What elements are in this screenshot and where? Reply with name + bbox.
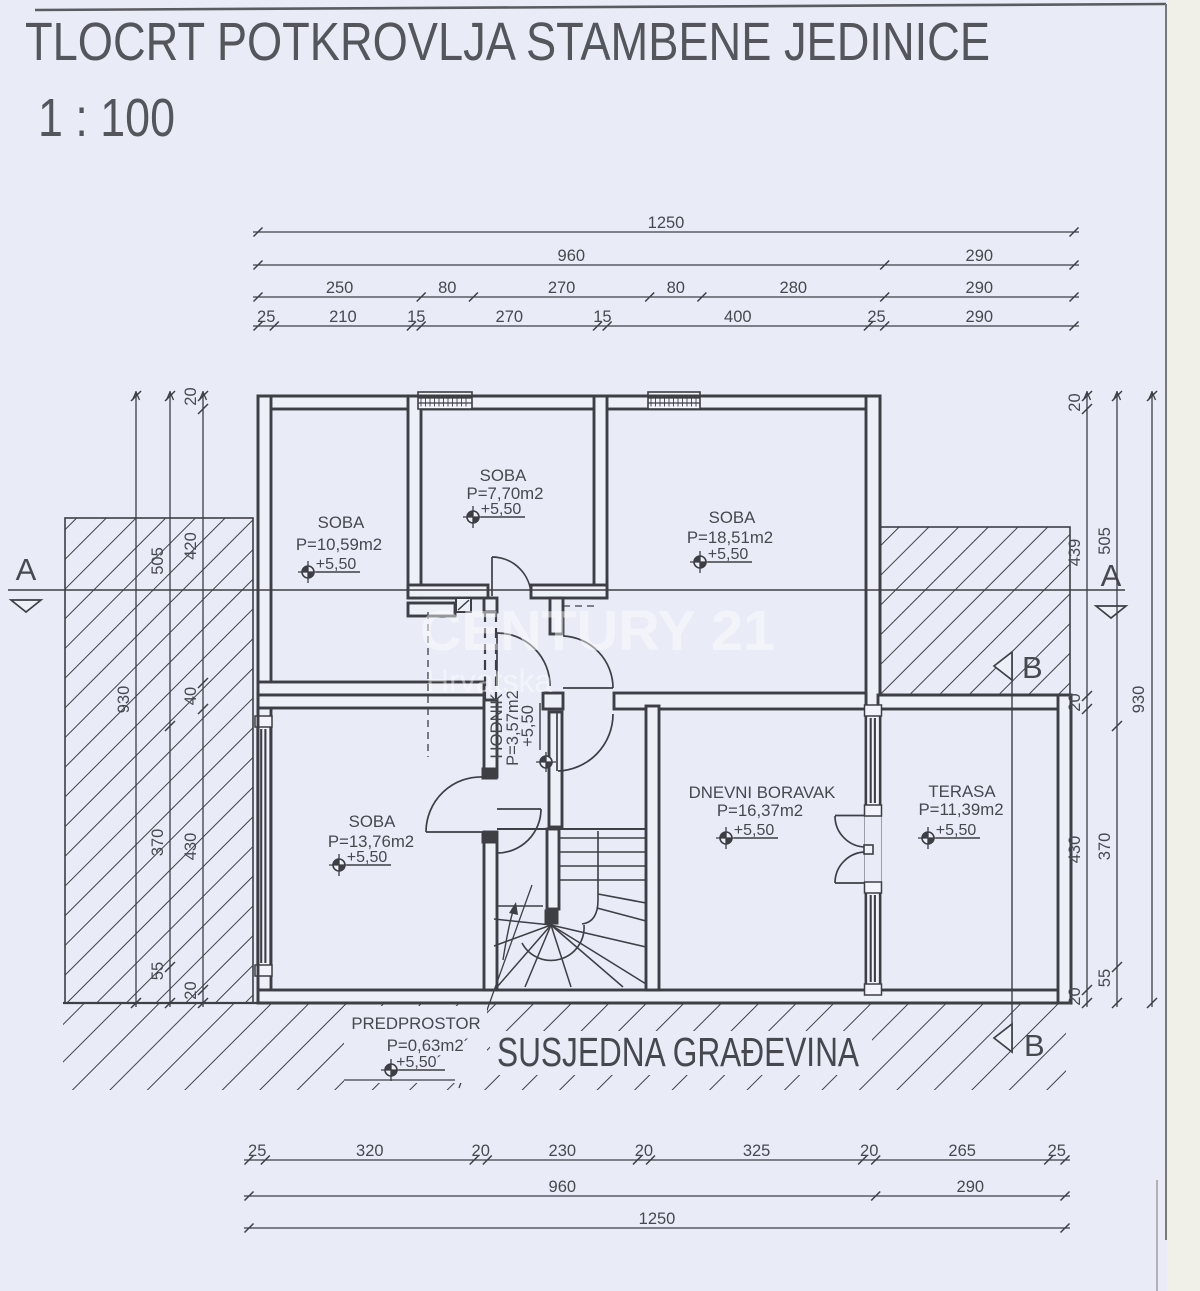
svg-text:DNEVNI BORAVAK: DNEVNI BORAVAK xyxy=(689,783,836,802)
svg-text:+5,50: +5,50 xyxy=(708,546,749,563)
svg-text:290: 290 xyxy=(966,308,994,326)
svg-text:439: 439 xyxy=(1066,539,1084,567)
svg-text:230: 230 xyxy=(549,1142,577,1160)
svg-text:55: 55 xyxy=(1096,969,1114,987)
svg-text:15: 15 xyxy=(593,308,611,326)
svg-text:930: 930 xyxy=(115,686,133,714)
svg-text:+5,50: +5,50 xyxy=(316,556,357,573)
svg-text:370: 370 xyxy=(149,829,167,857)
svg-text:TLOCRT POTKROVLJA STAMBENE JED: TLOCRT POTKROVLJA STAMBENE JEDINICE xyxy=(25,12,990,72)
svg-text:20: 20 xyxy=(860,1142,878,1160)
svg-text:505: 505 xyxy=(149,547,167,575)
svg-text:270: 270 xyxy=(548,279,576,297)
svg-text:290: 290 xyxy=(957,1178,985,1196)
svg-text:25: 25 xyxy=(248,1142,266,1160)
svg-text:80: 80 xyxy=(667,279,685,297)
svg-text:290: 290 xyxy=(966,279,994,297)
svg-text:P=18,51m2: P=18,51m2 xyxy=(687,528,773,547)
svg-text:25: 25 xyxy=(257,308,275,326)
svg-text:TERASA: TERASA xyxy=(928,782,996,801)
svg-text:P=10,59m2: P=10,59m2 xyxy=(296,535,382,554)
svg-text:320: 320 xyxy=(356,1142,384,1160)
svg-text:430: 430 xyxy=(182,833,200,861)
svg-text:960: 960 xyxy=(558,247,586,265)
svg-text:15: 15 xyxy=(407,308,425,326)
svg-text:20: 20 xyxy=(472,1142,490,1160)
svg-text:1250: 1250 xyxy=(639,1210,676,1228)
svg-text:20: 20 xyxy=(635,1142,653,1160)
svg-text:270: 270 xyxy=(496,308,524,326)
svg-text:1 : 100: 1 : 100 xyxy=(38,88,175,148)
svg-text:SOBA: SOBA xyxy=(318,513,365,532)
svg-text:+5,50: +5,50 xyxy=(481,501,522,518)
svg-text:20: 20 xyxy=(1066,987,1084,1005)
svg-text:CENTURY 21: CENTURY 21 xyxy=(420,599,775,663)
svg-text:250: 250 xyxy=(326,279,354,297)
svg-text:P=16,37m2: P=16,37m2 xyxy=(717,801,803,820)
svg-text:280: 280 xyxy=(780,279,808,297)
svg-text:P=13,76m2: P=13,76m2 xyxy=(328,832,414,851)
svg-text:430: 430 xyxy=(1066,836,1084,864)
svg-text:25: 25 xyxy=(867,308,885,326)
svg-text:325: 325 xyxy=(743,1142,771,1160)
svg-text:B: B xyxy=(1024,1028,1045,1063)
svg-text:40: 40 xyxy=(182,687,200,705)
svg-text:+5,50: +5,50 xyxy=(347,849,388,866)
svg-text:P=7,70m2: P=7,70m2 xyxy=(467,484,544,503)
svg-text:960: 960 xyxy=(549,1178,577,1196)
svg-text:A: A xyxy=(1101,558,1122,593)
svg-text:SOBA: SOBA xyxy=(709,508,756,527)
svg-text:+5,50: +5,50 xyxy=(519,705,537,747)
svg-text:A: A xyxy=(16,552,37,587)
svg-text:HODNIK: HODNIK xyxy=(487,693,506,758)
svg-text:20: 20 xyxy=(1066,393,1084,411)
svg-text:Hrvatska: Hrvatska xyxy=(426,663,552,699)
svg-text:20: 20 xyxy=(182,981,200,999)
svg-text:370: 370 xyxy=(1096,833,1114,861)
svg-text:420: 420 xyxy=(182,532,200,560)
svg-text:PREDPROSTOR: PREDPROSTOR xyxy=(351,1014,480,1033)
svg-text:55: 55 xyxy=(149,962,167,980)
svg-text:B: B xyxy=(1022,650,1043,685)
svg-text:930: 930 xyxy=(1130,686,1148,714)
svg-text:SOBA: SOBA xyxy=(480,466,527,485)
svg-text:80: 80 xyxy=(438,279,456,297)
svg-text:210: 210 xyxy=(329,308,357,326)
svg-text:20: 20 xyxy=(182,387,200,405)
svg-text:SUSJEDNA GRAĐEVINA: SUSJEDNA GRAĐEVINA xyxy=(497,1029,859,1075)
svg-text:290: 290 xyxy=(966,247,994,265)
svg-text:+5,50´: +5,50´ xyxy=(396,1054,442,1071)
svg-text:P=3,57m2: P=3,57m2 xyxy=(504,690,522,766)
svg-text:SOBA: SOBA xyxy=(349,812,396,831)
svg-text:P=0,63m2´: P=0,63m2´ xyxy=(387,1036,470,1055)
svg-text:+5,50: +5,50 xyxy=(734,822,775,839)
svg-text:1250: 1250 xyxy=(648,214,685,232)
svg-text:20: 20 xyxy=(1066,693,1084,711)
svg-text:505: 505 xyxy=(1096,527,1114,555)
svg-text:+5,50: +5,50 xyxy=(936,822,977,839)
svg-text:P=11,39m2: P=11,39m2 xyxy=(918,800,1003,819)
svg-text:400: 400 xyxy=(724,308,752,326)
svg-text:25: 25 xyxy=(1048,1142,1066,1160)
svg-text:265: 265 xyxy=(948,1142,976,1160)
